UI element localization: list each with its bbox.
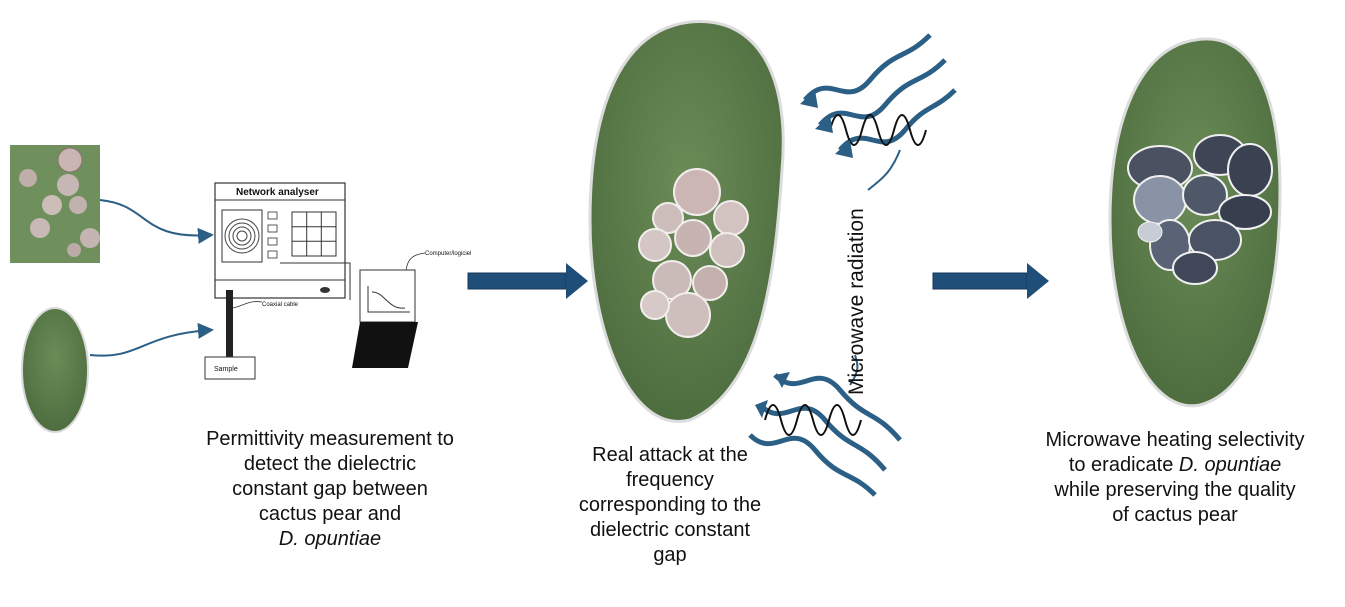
caption-step1-line1: Permittivity measurement to — [206, 428, 454, 450]
network-analyser-title: Network analyser — [236, 187, 319, 198]
microwave-wave-bottom — [748, 354, 902, 497]
microwave-wave-top — [800, 33, 957, 191]
computer-label: Computer/logiciel — [425, 251, 471, 257]
caption-step1-line5: D. opuntiae — [278, 528, 382, 550]
sample-label: Sample — [214, 366, 238, 373]
arrow-step1-to-step2 — [467, 263, 588, 299]
caption-step3-line3: while preserving the quality — [1054, 479, 1296, 501]
caption-real-attack: Real attack at the frequency correspondi… — [555, 443, 785, 568]
caption-selectivity: Microwave heating selectivity to eradica… — [1005, 428, 1345, 528]
coaxial-cable-label: Coaxial cable — [262, 302, 299, 308]
cable-to-computer — [280, 262, 351, 300]
caption-step2-line3: corresponding to the — [578, 494, 762, 516]
caption-step2-line5: gap — [653, 544, 687, 566]
caption-step2-line1: Real attack at the — [592, 444, 748, 466]
microwave-radiation-label: Microwave radiation — [845, 208, 868, 395]
insect-cluster-pink — [638, 168, 749, 338]
arrow-step2-to-step3 — [932, 263, 1049, 299]
caption-step3-line1: Microwave heating selectivity — [1045, 429, 1305, 451]
keypad-grid-icon — [291, 211, 337, 257]
caption-step1-line3: constant gap between — [232, 478, 428, 500]
laptop-icon — [352, 269, 418, 368]
coaxial-probe — [226, 290, 263, 358]
caption-step2-line2: frequency — [626, 469, 714, 491]
caption-permittivity: Permittivity measurement to detect the d… — [170, 427, 490, 552]
connector-pad-to-analyser — [89, 322, 214, 357]
cactus-pad-treated — [1108, 37, 1282, 408]
caption-step3-line2: to eradicate D. opuntiae — [1068, 454, 1282, 476]
infested-pad-photo — [10, 145, 100, 263]
small-cactus-pad — [21, 307, 89, 433]
connector-photo-to-analyser — [99, 199, 214, 244]
caption-step1-line2: detect the dielectric — [243, 453, 417, 475]
caption-step1-line4: cactus pear and — [258, 503, 402, 525]
caption-step3-line4: of cactus pear — [1112, 504, 1238, 526]
spiral-display-icon — [221, 209, 263, 263]
sample-box — [204, 356, 256, 380]
insect-cluster-dead — [1127, 134, 1273, 285]
caption-step2-line4: dielectric constant — [589, 519, 751, 541]
network-analyser — [214, 182, 346, 299]
